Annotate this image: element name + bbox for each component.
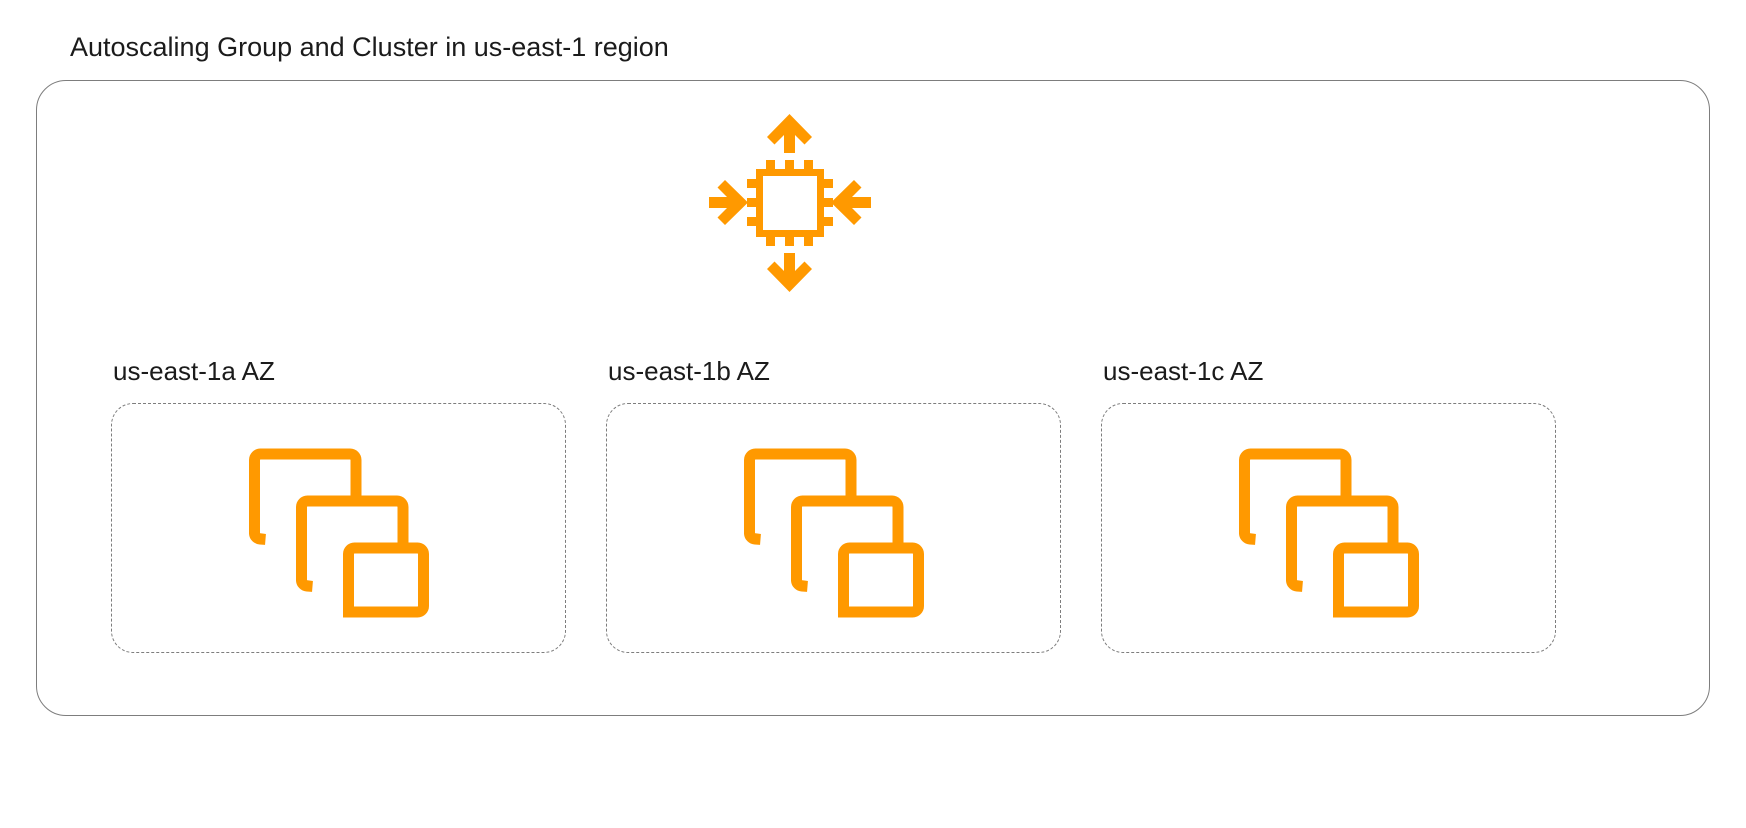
az-boundary (606, 403, 1061, 653)
az-boundary (111, 403, 566, 653)
autoscaling-icon (695, 108, 885, 298)
instances-stack-icon (1238, 438, 1419, 618)
az-label: us-east-1a AZ (113, 356, 275, 386)
page-title: Autoscaling Group and Cluster in us-east… (70, 32, 669, 62)
autoscaling-group-container (36, 80, 1710, 716)
instances-stack-icon (248, 438, 429, 618)
az-label: us-east-1b AZ (608, 356, 770, 386)
az-boundary (1101, 403, 1556, 653)
az-label: us-east-1c AZ (1103, 356, 1264, 386)
availability-zone-us-east-1c: us-east-1c AZ (1056, 355, 1576, 695)
instances-stack-icon (743, 438, 924, 618)
availability-zone-us-east-1a: us-east-1a AZ (66, 355, 586, 695)
availability-zone-us-east-1b: us-east-1b AZ (561, 355, 1081, 695)
availability-zones-row: us-east-1a AZ us-east-1b AZ (36, 355, 1710, 695)
